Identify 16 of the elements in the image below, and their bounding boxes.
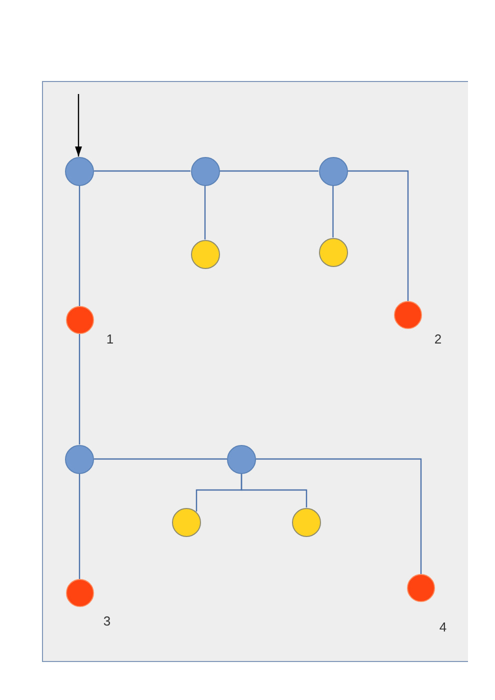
node-number: 4 [439,620,447,634]
node-number: 2 [434,332,442,346]
connector-line [204,186,206,240]
connector-line [220,170,318,172]
arrow [75,94,82,157]
connector-line [78,334,80,444]
node-number: 1 [106,332,114,346]
connector-line [78,474,80,579]
connector-line [78,186,80,306]
connector-line [94,458,227,460]
node-number: 3 [103,614,111,628]
connector-line [94,170,190,172]
connector-line [240,474,308,508]
connector-line [256,458,422,574]
connector-line [332,186,334,238]
connector-line [348,170,409,301]
